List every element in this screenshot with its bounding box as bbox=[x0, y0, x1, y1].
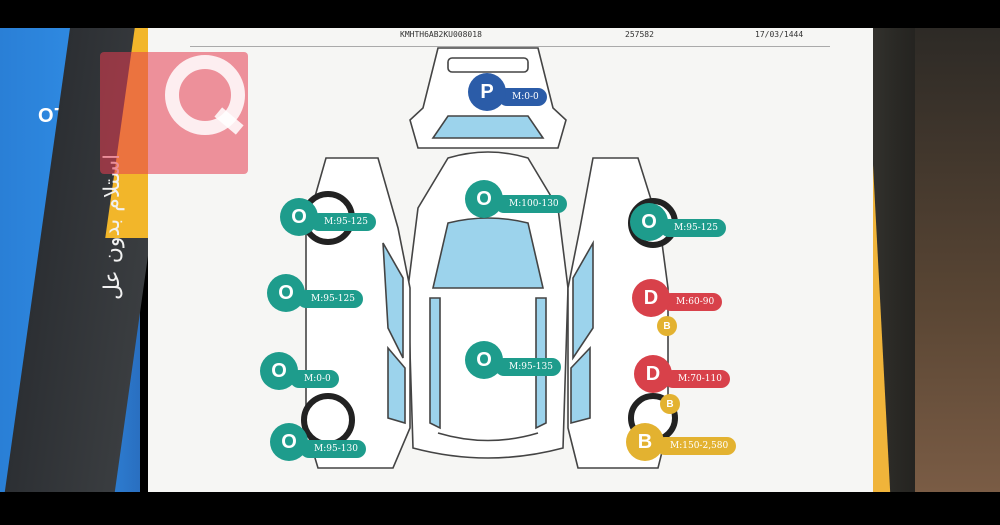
brochure-vertical-text: استلام بدون عل bbox=[100, 154, 125, 300]
marker-reading: M:70-110 bbox=[664, 370, 730, 388]
marker-badge: O bbox=[280, 198, 318, 236]
marker-reading: M:95-125 bbox=[310, 213, 376, 231]
marker-badge: B bbox=[626, 423, 664, 461]
letterbox-top bbox=[0, 0, 1000, 28]
small-marker-badge: B bbox=[660, 394, 680, 414]
small-marker-badge: B bbox=[657, 316, 677, 336]
marker-badge: O bbox=[465, 341, 503, 379]
marker-reading: M:60-90 bbox=[662, 293, 722, 311]
marker-reading: M:95-135 bbox=[495, 358, 561, 376]
marker-badge: O bbox=[630, 203, 668, 241]
marker-reading: M:95-125 bbox=[660, 219, 726, 237]
marker-reading: M:100-130 bbox=[495, 195, 567, 213]
marker-badge: D bbox=[632, 279, 670, 317]
marker-reading: M:150-2,580 bbox=[656, 437, 736, 455]
marker-reading: M:95-125 bbox=[297, 290, 363, 308]
marker-badge: O bbox=[270, 423, 308, 461]
marker-reading: M:95-130 bbox=[300, 440, 366, 458]
marker-badge: O bbox=[260, 352, 298, 390]
marker-badge: P bbox=[468, 73, 506, 111]
letterbox-bottom bbox=[0, 492, 1000, 525]
marker-badge: O bbox=[465, 180, 503, 218]
dark-backdrop-far bbox=[915, 28, 1000, 492]
marker-badge: D bbox=[634, 355, 672, 393]
marker-badge: O bbox=[267, 274, 305, 312]
